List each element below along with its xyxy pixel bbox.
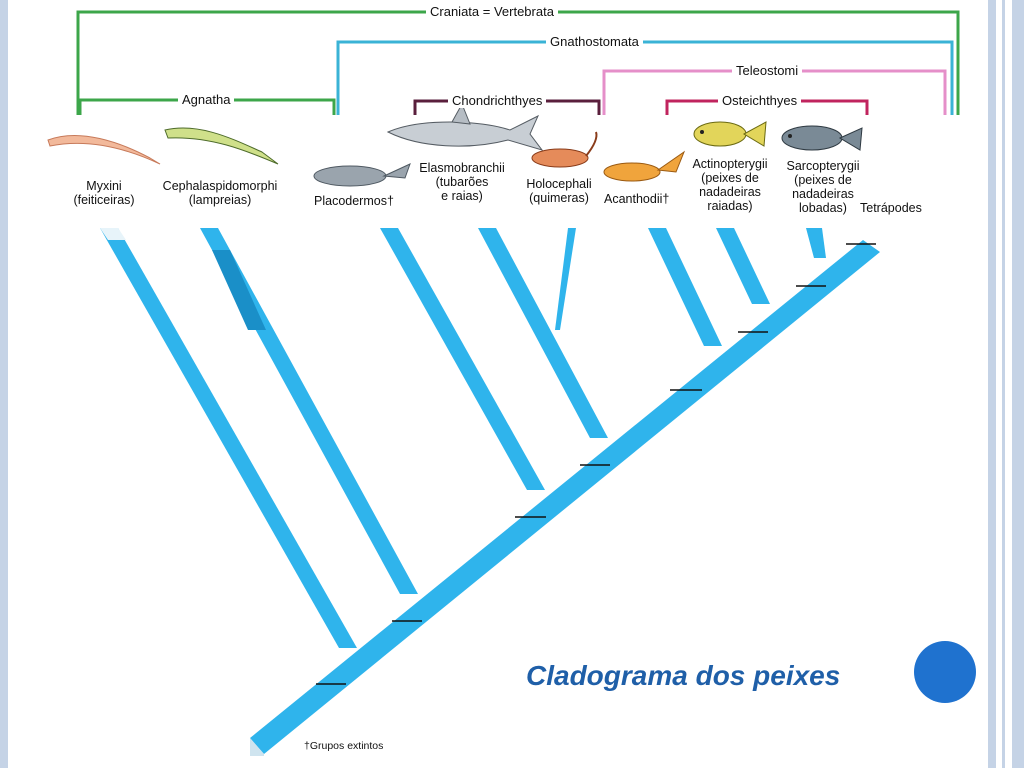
branch-sarcopterygii [806, 228, 826, 258]
branch-cephalaspidomorphi-shade [212, 250, 266, 330]
acanthodian-illustration [603, 150, 686, 182]
placoderm-illustration [313, 163, 411, 187]
group-label-chondrichthyes: Chondrichthyes [448, 93, 547, 108]
group-label-craniata: Craniata = Vertebrata [426, 4, 558, 19]
group-label-gnathostomata: Gnathostomata [546, 34, 643, 49]
bracket-gnathostomata [336, 40, 954, 115]
taxon-label-myxini: Myxini(feiticeiras) [73, 179, 135, 207]
branch-elasmobranchii [478, 228, 608, 438]
lamprey-illustration [164, 127, 279, 165]
cladogram-trunk [250, 240, 880, 754]
myxini-illustration [47, 134, 161, 165]
synapomorphy-ticks [316, 243, 876, 685]
coelacanth-illustration [781, 125, 863, 151]
taxon-label-acanthodii: Acanthodii† [604, 192, 670, 206]
slide-title: Cladograma dos peixes [526, 660, 841, 691]
taxon-label-tetrapodes: Tetrápodes [860, 201, 922, 215]
branch-myxini [100, 228, 357, 648]
group-label-osteichthyes: Osteichthyes [718, 93, 802, 108]
branch-placodermos [380, 228, 545, 490]
trunk-base [250, 738, 264, 756]
shark-illustration [386, 102, 544, 151]
taxon-label-cephalaspidomorphi: Cephalaspidomorphi(lampreias) [162, 179, 278, 207]
taxon-label-placodermos: Placodermos† [314, 194, 394, 208]
branch-acanthodii [648, 228, 722, 346]
ray-finned-fish-illustration [693, 121, 767, 147]
footnote-extinct-groups: †Grupos extintos [304, 740, 384, 752]
branch-holocephali [555, 228, 576, 330]
slide-frame-right [982, 0, 1024, 768]
taxon-label-holocephali: Holocephali(quimeras) [526, 177, 592, 205]
slide-frame-left [0, 0, 8, 768]
group-label-teleostomi: Teleostomi [732, 63, 803, 78]
branch-actinopterygii [716, 228, 770, 304]
title-decoration-dot [914, 641, 976, 703]
branch-myxini-top [100, 228, 126, 240]
chimaera-illustration [531, 131, 598, 168]
group-label-agnatha: Agnatha [178, 92, 235, 107]
